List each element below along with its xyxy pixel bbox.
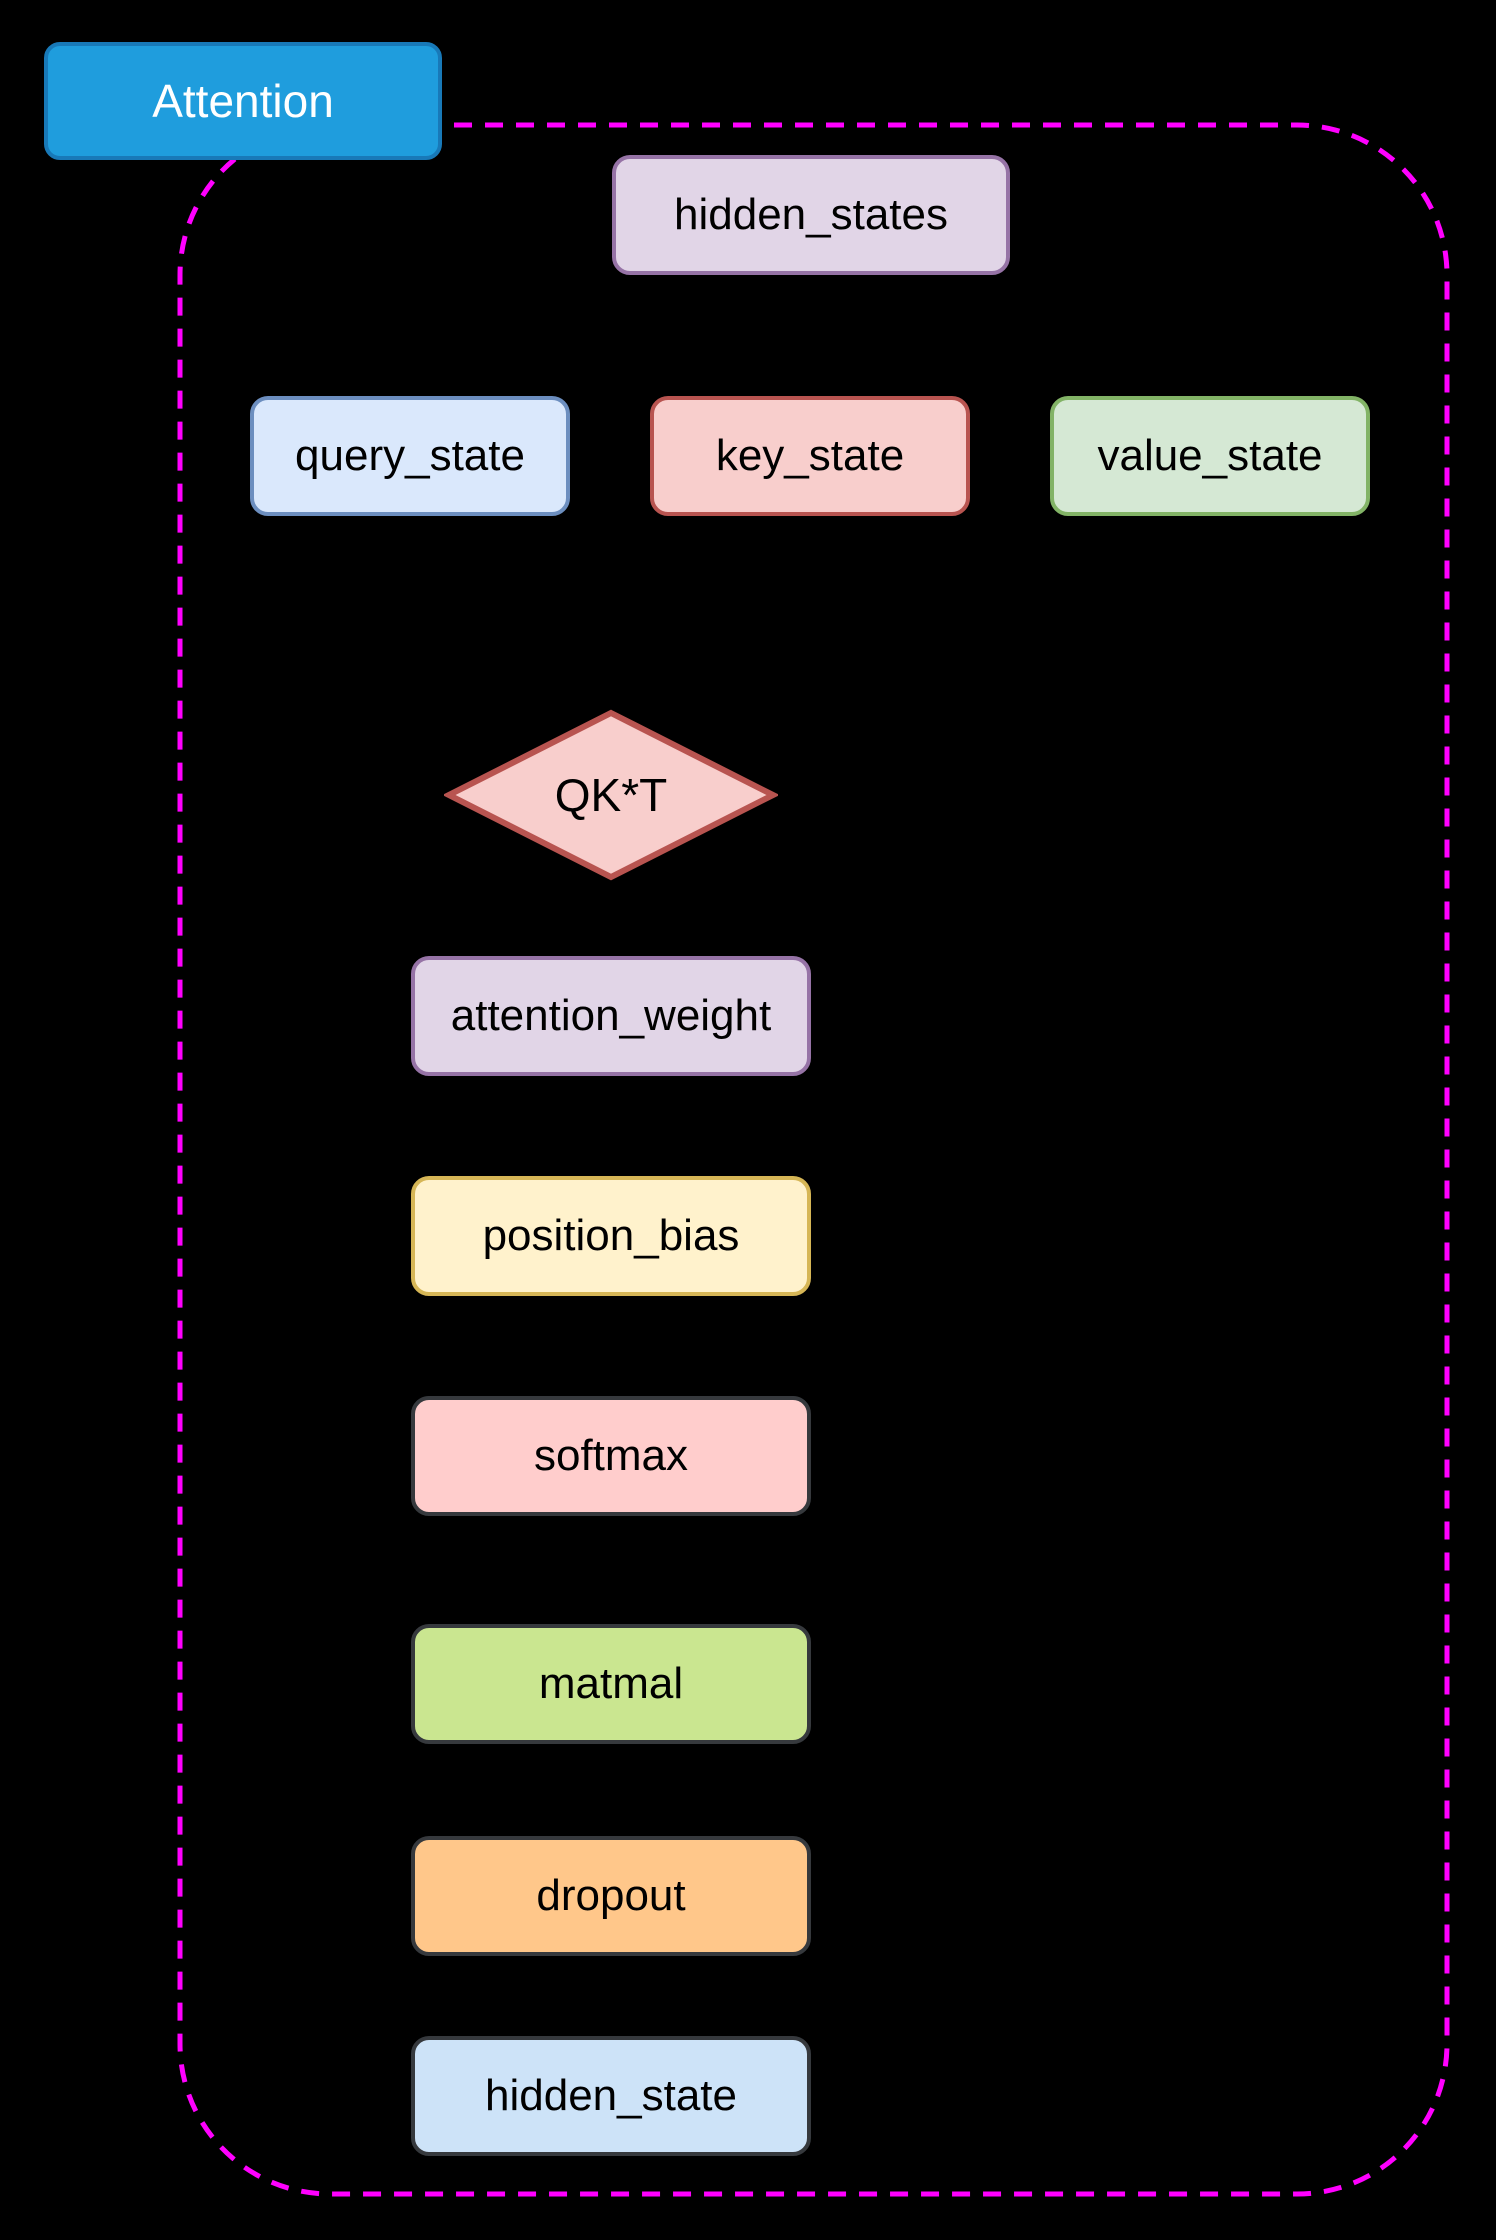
node-attention-label: Attention	[152, 75, 334, 127]
node-dropout: dropout	[411, 1836, 811, 1956]
node-softmax-label: softmax	[533, 1431, 689, 1480]
node-query-state: query_state	[250, 396, 570, 516]
node-position-bias: position_bias	[411, 1176, 811, 1296]
group-boundary-rect	[177, 122, 1450, 2197]
node-qkt-label: QK*T	[554, 769, 668, 821]
node-hidden-state-label: hidden_state	[485, 2071, 737, 2120]
node-qkt-diamond: QK*T	[444, 709, 778, 881]
qkt-diamond-polygon	[444, 709, 778, 881]
node-position-bias-label: position_bias	[482, 1211, 740, 1260]
node-hidden-state: hidden_state	[411, 2036, 811, 2156]
node-matmal-label: matmal	[538, 1659, 684, 1708]
node-hidden-states: hidden_states	[612, 155, 1010, 275]
node-attention-title: Attention	[44, 42, 442, 160]
node-value-state: value_state	[1050, 396, 1370, 516]
node-dropout-label: dropout	[536, 1871, 686, 1920]
node-matmal: matmal	[411, 1624, 811, 1744]
node-key-state-label: key_state	[715, 431, 905, 480]
node-softmax: softmax	[411, 1396, 811, 1516]
node-attention-weight-label: attention_weight	[450, 991, 772, 1040]
attention-group-boundary	[177, 122, 1450, 2197]
node-attention-weight: attention_weight	[411, 956, 811, 1076]
node-key-state: key_state	[650, 396, 970, 516]
qkt-diamond-shape	[444, 709, 778, 881]
node-hidden-states-label: hidden_states	[674, 190, 948, 239]
node-value-state-label: value_state	[1097, 431, 1323, 480]
node-query-state-label: query_state	[295, 431, 525, 480]
